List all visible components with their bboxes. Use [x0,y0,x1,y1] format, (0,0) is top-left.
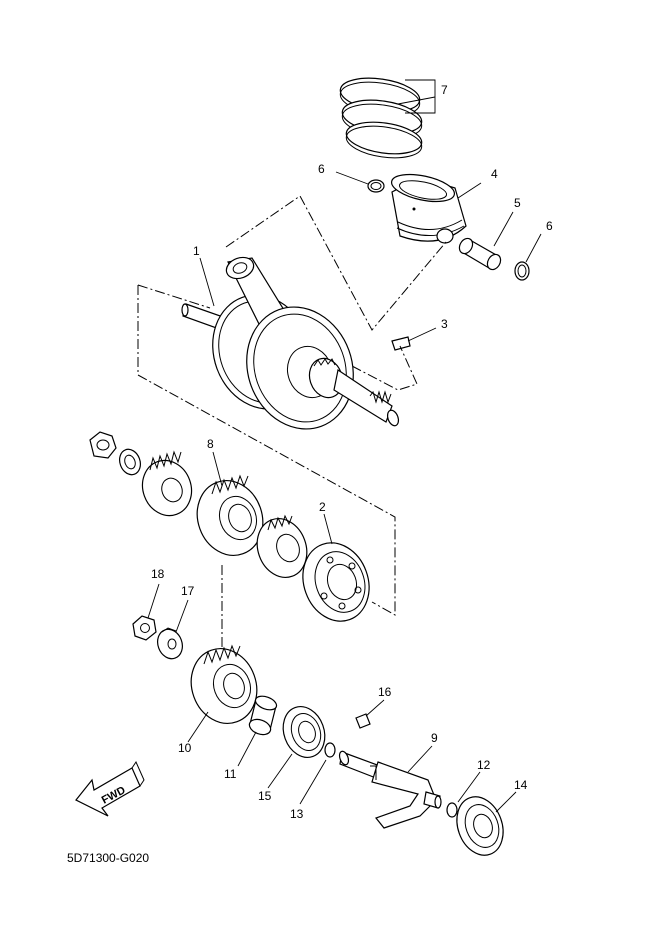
key-16[interactable] [355,713,371,729]
leader-8 [212,451,223,487]
intermediate-gear[interactable] [249,512,315,585]
callout-7: 7 [441,83,448,97]
leader-10 [187,711,209,743]
bearing-2[interactable] [292,533,380,630]
leader-18 [147,583,160,619]
callout-11: 11 [224,767,237,781]
callout-2: 2 [319,500,326,514]
leader-6a [335,171,369,185]
leader-6b [525,233,542,263]
crankshaft-assembly[interactable] [181,254,400,444]
leader-9 [407,745,433,773]
leader-2 [323,513,333,545]
leader-15 [267,753,293,789]
piston-pin[interactable] [457,236,503,272]
leader-12 [457,771,481,803]
collar-11[interactable] [247,694,278,738]
leader-4 [457,182,482,199]
leader-16 [365,699,385,717]
alignment-line-crank-top [137,284,211,309]
gear-10[interactable] [181,639,267,732]
circlip-left[interactable] [367,179,385,193]
o-ring-12[interactable] [446,802,458,818]
circlip-right[interactable] [514,261,530,281]
crank-nut[interactable] [89,431,117,459]
callout-12: 12 [477,758,491,772]
callout-10: 10 [178,741,192,755]
woodruff-key[interactable] [391,336,411,351]
callout-16: 16 [378,685,392,699]
alignment-line-key [351,345,418,391]
callout-4: 4 [491,167,498,181]
leader-11 [237,731,257,767]
nut-18[interactable] [132,615,157,641]
leader-7b [397,96,436,105]
alignment-line-crank-bearing [137,285,396,616]
o-ring-13[interactable] [324,742,336,758]
callout-13: 13 [290,807,304,821]
leader-3 [407,327,437,342]
callout-8: 8 [207,437,214,451]
primary-drive-gear-small[interactable] [135,450,199,523]
bearing-15[interactable] [276,701,331,764]
callout-15: 15 [258,789,272,803]
leader-1 [199,257,215,307]
callout-9: 9 [431,731,438,745]
balancer-shaft-9[interactable] [338,750,442,829]
fwd-arrow-icon: FWD [75,760,145,817]
callout-17: 17 [181,584,195,598]
callout-14: 14 [514,778,528,792]
callout-1: 1 [193,244,200,258]
leader-5 [493,211,514,247]
bearing-14[interactable] [449,790,511,861]
leader-14 [495,791,517,813]
callout-18: 18 [151,567,165,581]
alignment-line-piston [225,195,447,331]
callout-5: 5 [514,196,521,210]
callout-3: 3 [441,317,448,331]
lock-washer[interactable] [116,446,144,477]
callout-6b: 6 [546,219,553,233]
leader-13 [299,759,327,805]
plate-17[interactable] [154,626,187,662]
piston[interactable] [389,170,467,244]
piston-rings[interactable] [338,74,424,163]
callout-6a: 6 [318,162,325,176]
gear-8[interactable] [187,471,273,564]
diagram-code: 5D71300-G020 [67,851,149,865]
leader-17 [175,599,189,633]
leader-7 [405,79,436,114]
